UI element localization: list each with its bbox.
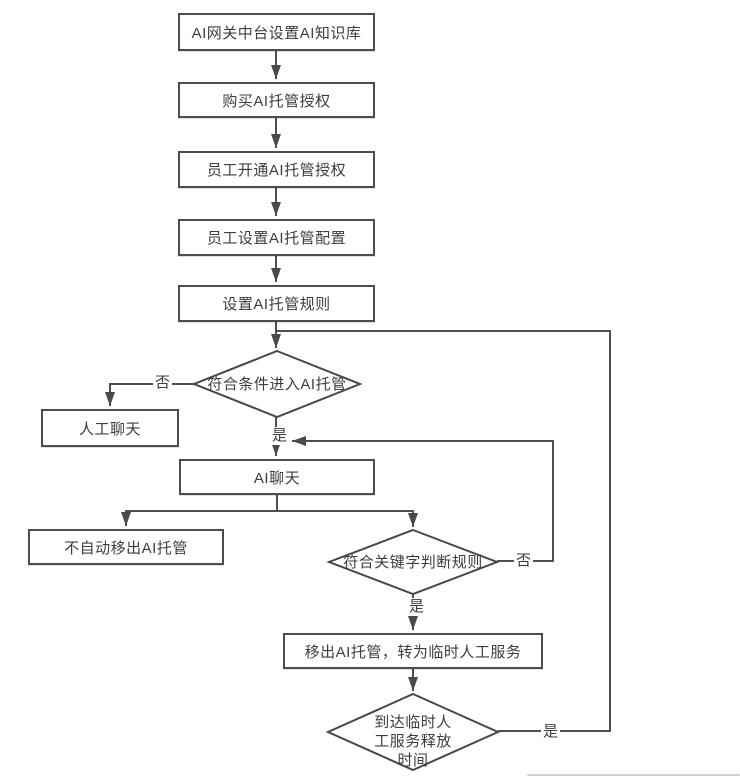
- node-no-auto-remove: 不自动移出AI托管: [28, 529, 224, 565]
- edge-label-keyword-no: 否: [514, 552, 534, 570]
- node-staff-enable-label: 员工开通AI托管授权: [206, 162, 347, 179]
- node-staff-enable: 员工开通AI托管授权: [178, 151, 375, 188]
- edge-label-keyword-yes: 是: [407, 598, 427, 616]
- decision-check-release-shape: [325, 692, 501, 772]
- decision-check-enter-label: 符合条件进入AI托管: [207, 376, 347, 393]
- node-manual-chat-label: 人工聊天: [78, 420, 141, 438]
- node-staff-config: 员工设置AI托管配置: [178, 219, 375, 256]
- edge-label-enter-yes: 是: [270, 427, 290, 445]
- node-remove-to-manual-label: 移出AI托管，转为临时人工服务: [304, 643, 522, 661]
- node-remove-to-manual: 移出AI托管，转为临时人工服务: [283, 633, 543, 669]
- decision-check-enter-shape: [191, 349, 363, 419]
- decision-check-keyword-shape: [326, 528, 500, 596]
- node-no-auto-remove-label: 不自动移出AI托管: [64, 539, 188, 557]
- node-setup-kb-label: AI网关中台设置AI知识库: [191, 24, 362, 42]
- decision-check-release-label: 到达临时人工服务释放时间: [374, 714, 452, 769]
- edge-checkenter-no: [105, 383, 194, 406]
- node-buy-auth: 购买AI托管授权: [178, 82, 375, 118]
- node-set-rules-label: 设置AI托管规则: [222, 296, 331, 313]
- node-ai-chat: AI聊天: [179, 459, 375, 495]
- edge-label-enter-no: 否: [153, 374, 173, 392]
- node-buy-auth-label: 购买AI托管授权: [222, 92, 331, 110]
- bottom-divider: [527, 774, 740, 776]
- node-staff-config-label: 员工设置AI托管配置: [206, 230, 347, 247]
- edge-label-release-yes: 是: [541, 723, 561, 741]
- node-set-rules: 设置AI托管规则: [178, 285, 375, 322]
- node-manual-chat: 人工聊天: [41, 409, 179, 447]
- decision-check-keyword-label: 符合关键字判断规则: [343, 554, 483, 571]
- node-setup-kb: AI网关中台设置AI知识库: [178, 13, 375, 51]
- node-ai-chat-label: AI聊天: [253, 469, 301, 487]
